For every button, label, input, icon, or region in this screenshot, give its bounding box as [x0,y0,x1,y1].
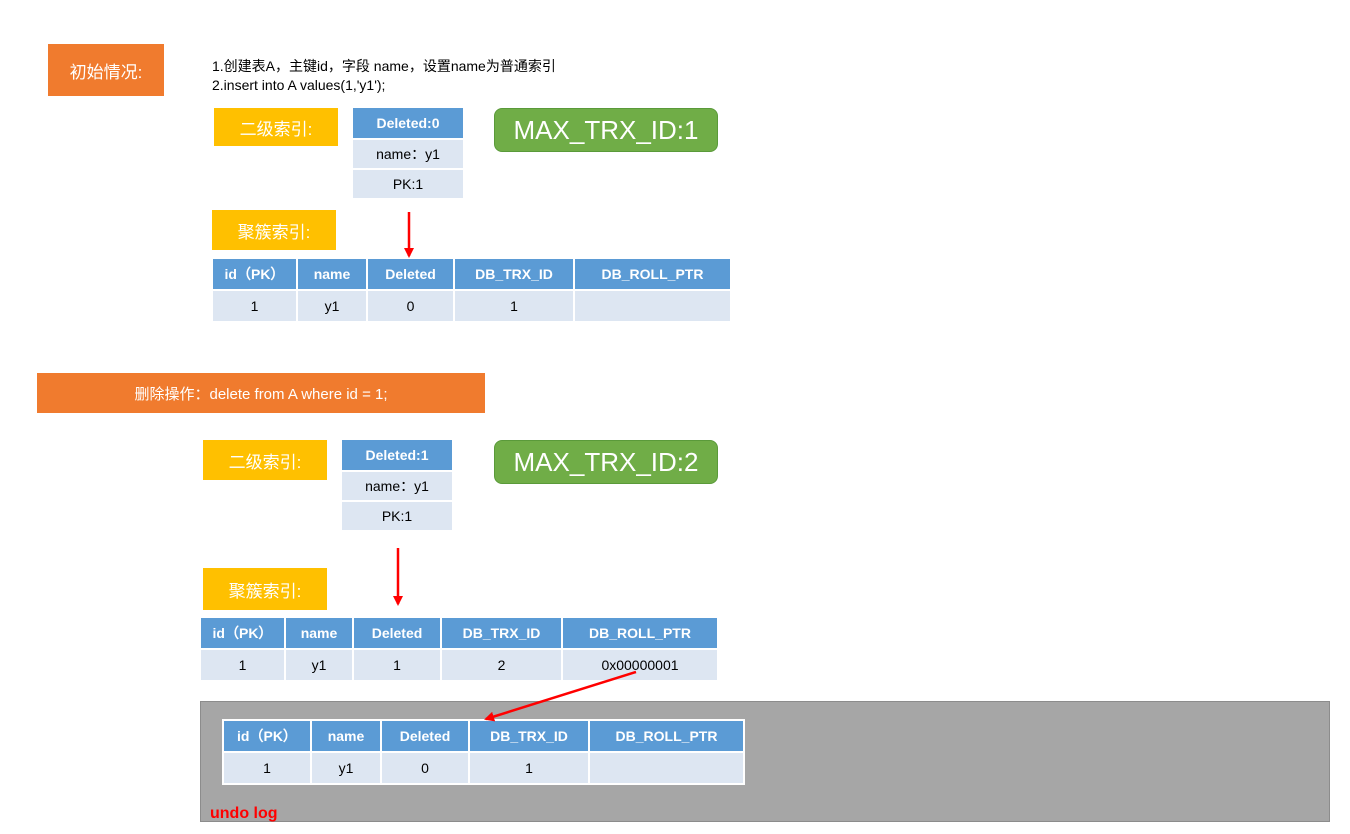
max-trx-id-badge: MAX_TRX_ID:2 [494,440,718,484]
cell-db-trx-id: 2 [440,648,563,682]
header-db-roll-ptr: DB_ROLL_PTR [573,257,732,291]
header-name: name [296,257,368,291]
clustered-index-table: id（PK） name Deleted DB_TRX_ID DB_ROLL_PT… [211,257,732,323]
secondary-pk-value: PK:1 [353,168,463,198]
header-id: id（PK） [199,616,286,650]
cell-db-roll-ptr: 0x00000001 [561,648,719,682]
secondary-deleted-flag: Deleted:1 [342,440,452,470]
cell-name: y1 [284,648,354,682]
cell-db-trx-id: 1 [468,751,590,785]
header-id: id（PK） [222,719,312,753]
header-db-roll-ptr: DB_ROLL_PTR [561,616,719,650]
clustered-index-label: 聚簇索引: [203,568,327,610]
secondary-index-label: 二级索引: [203,440,327,480]
step-create-table: 1.创建表A，主键id，字段 name，设置name为普通索引 [212,58,556,74]
header-db-roll-ptr: DB_ROLL_PTR [588,719,745,753]
cell-name: y1 [296,289,368,323]
header-deleted: Deleted [366,257,455,291]
header-id: id（PK） [211,257,298,291]
step-insert: 2.insert into A values(1,'y1'); [212,77,386,93]
cell-db-roll-ptr [573,289,732,323]
secondary-name-value: name：y1 [342,470,452,500]
header-deleted: Deleted [380,719,470,753]
clustered-index-label: 聚簇索引: [212,210,336,250]
cell-id: 1 [211,289,298,323]
table-row: 1 y1 0 1 [211,289,732,323]
cell-id: 1 [199,648,286,682]
cell-id: 1 [222,751,312,785]
table-header-row: id（PK） name Deleted DB_TRX_ID DB_ROLL_PT… [199,616,719,650]
initial-state-label: 初始情况: [48,44,164,96]
secondary-index-record: Deleted:0 name：y1 PK:1 [353,108,463,198]
cell-db-trx-id: 1 [453,289,575,323]
header-name: name [284,616,354,650]
secondary-index-label: 二级索引: [214,108,338,146]
table-header-row: id（PK） name Deleted DB_TRX_ID DB_ROLL_PT… [222,719,745,753]
delete-operation-label: 删除操作：delete from A where id = 1; [37,373,485,413]
cell-db-roll-ptr [588,751,745,785]
cell-deleted: 0 [380,751,470,785]
header-db-trx-id: DB_TRX_ID [440,616,563,650]
secondary-pk-value: PK:1 [342,500,452,530]
secondary-index-record: Deleted:1 name：y1 PK:1 [342,440,452,530]
header-db-trx-id: DB_TRX_ID [468,719,590,753]
header-name: name [310,719,382,753]
cell-name: y1 [310,751,382,785]
table-row: 1 y1 1 2 0x00000001 [199,648,719,682]
undo-log-table: id（PK） name Deleted DB_TRX_ID DB_ROLL_PT… [222,719,745,785]
cell-deleted: 1 [352,648,442,682]
clustered-index-table: id（PK） name Deleted DB_TRX_ID DB_ROLL_PT… [199,616,719,682]
max-trx-id-badge: MAX_TRX_ID:1 [494,108,718,152]
undo-log-label: undo log [210,805,278,822]
cell-deleted: 0 [366,289,455,323]
header-deleted: Deleted [352,616,442,650]
table-header-row: id（PK） name Deleted DB_TRX_ID DB_ROLL_PT… [211,257,732,291]
secondary-deleted-flag: Deleted:0 [353,108,463,138]
secondary-name-value: name：y1 [353,138,463,168]
header-db-trx-id: DB_TRX_ID [453,257,575,291]
table-row: 1 y1 0 1 [222,751,745,785]
